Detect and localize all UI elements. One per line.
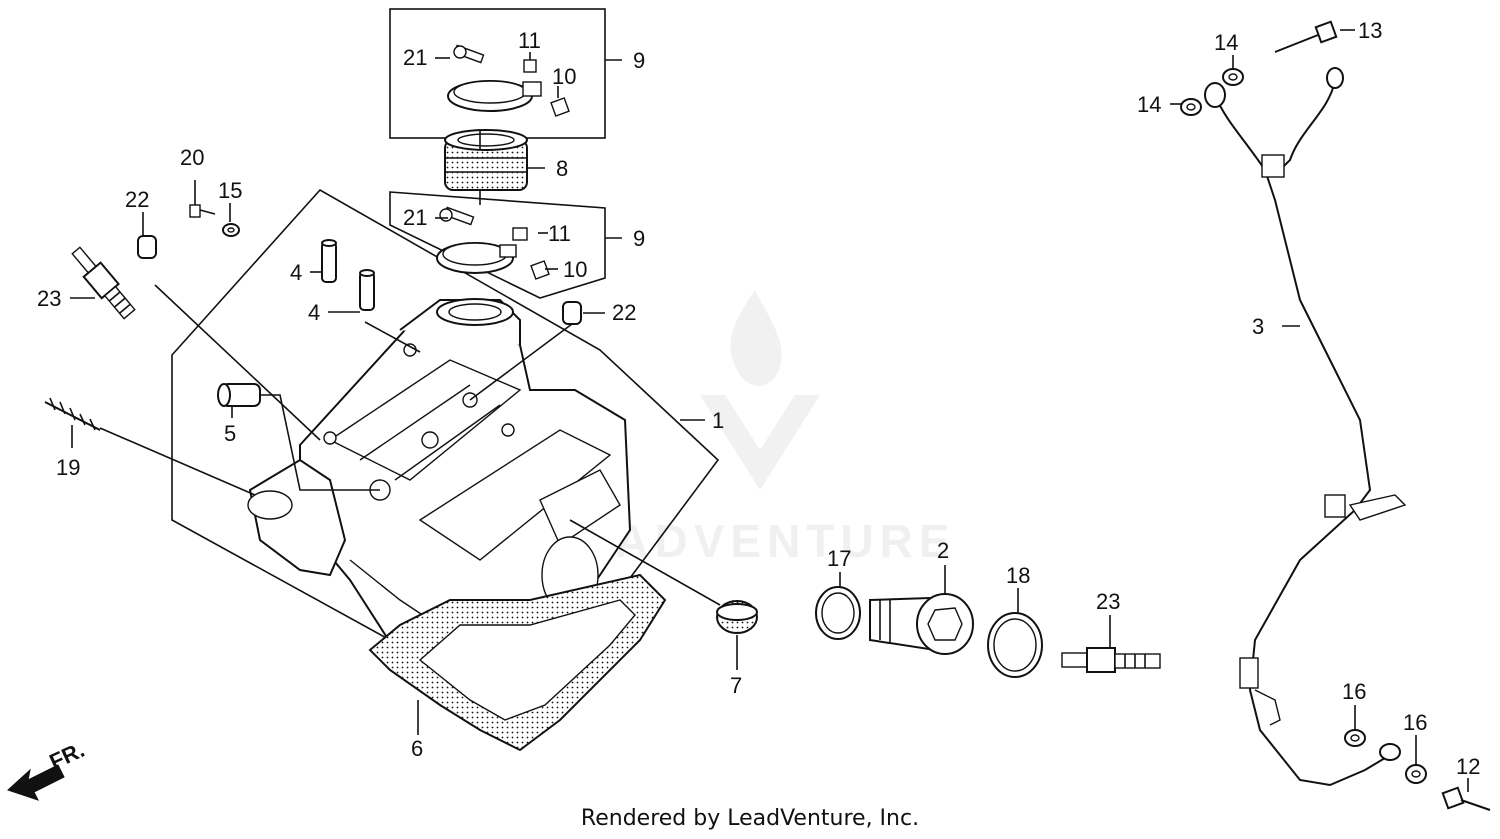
hose-band-upper xyxy=(447,44,570,117)
callout-14-lower: 14 xyxy=(1137,92,1161,117)
sealing-bolt-2 xyxy=(869,593,974,655)
callout-22-left: 22 xyxy=(125,187,149,212)
cylinder-head-assembly xyxy=(171,188,720,702)
valve-guides xyxy=(321,239,375,311)
callout-13: 13 xyxy=(1358,18,1382,43)
hose-band-lower xyxy=(436,206,550,280)
footer-credit: Rendered by LeadVenture, Inc. xyxy=(580,806,920,831)
dowel-pin xyxy=(217,383,261,407)
callout-11-upper: 11 xyxy=(518,28,541,53)
callout-8: 8 xyxy=(556,156,568,181)
dowel-22-left xyxy=(137,235,157,259)
callout-15: 15 xyxy=(218,178,242,203)
callout-14-upper: 14 xyxy=(1214,30,1238,55)
callout-20: 20 xyxy=(180,145,204,170)
callout-21-upper: 21 xyxy=(403,45,427,70)
washer-14-lower xyxy=(1180,98,1202,116)
callout-23-right: 23 xyxy=(1096,589,1120,614)
washer-14-upper xyxy=(1222,68,1244,86)
band-assembly-lower-box xyxy=(389,191,606,299)
bolt-12 xyxy=(1441,786,1491,811)
callout-11-lower: 11 xyxy=(548,221,571,246)
callout-5: 5 xyxy=(224,421,236,446)
callout-10-lower: 10 xyxy=(563,257,587,282)
callout-10-upper: 10 xyxy=(552,64,576,89)
callout-4-lower: 4 xyxy=(308,300,320,325)
callout-labels: 9 9 21 21 11 11 10 10 8 20 15 22 22 23 2… xyxy=(37,18,1480,779)
o-ring-18 xyxy=(987,612,1043,678)
callout-3: 3 xyxy=(1252,314,1264,339)
front-direction-arrow: FR. xyxy=(7,737,88,801)
carburetor-insulator xyxy=(444,129,528,191)
bolt-13 xyxy=(1274,20,1338,53)
wire-harness xyxy=(1204,67,1407,787)
callout-7: 7 xyxy=(730,673,742,698)
sealing-cap xyxy=(716,600,758,634)
callout-16-right: 16 xyxy=(1403,710,1427,735)
callout-18: 18 xyxy=(1006,563,1030,588)
callout-9-upper: 9 xyxy=(633,48,645,73)
callout-4-upper: 4 xyxy=(290,260,302,285)
bolt-20 xyxy=(189,204,216,218)
spark-plug-right xyxy=(1061,647,1161,673)
callout-19: 19 xyxy=(56,455,80,480)
callout-12: 12 xyxy=(1456,754,1480,779)
o-ring-17 xyxy=(815,586,861,640)
stud-bolt xyxy=(44,397,101,431)
callout-9-lower: 9 xyxy=(633,226,645,251)
callout-17: 17 xyxy=(827,546,851,571)
callout-22-right: 22 xyxy=(612,300,636,325)
washer-15 xyxy=(222,223,240,237)
spark-plug-left xyxy=(71,246,136,320)
dowel-22-right xyxy=(562,301,582,325)
callout-16-left: 16 xyxy=(1342,679,1366,704)
head-gasket-inner xyxy=(418,599,636,721)
callout-2: 2 xyxy=(937,538,949,563)
callout-1: 1 xyxy=(712,408,724,433)
callout-21-lower: 21 xyxy=(403,205,427,230)
callout-6: 6 xyxy=(411,736,423,761)
washer-16-right xyxy=(1405,764,1427,784)
callout-23-left: 23 xyxy=(37,286,61,311)
washer-16-left xyxy=(1344,729,1366,747)
leader-lines xyxy=(70,29,1469,792)
